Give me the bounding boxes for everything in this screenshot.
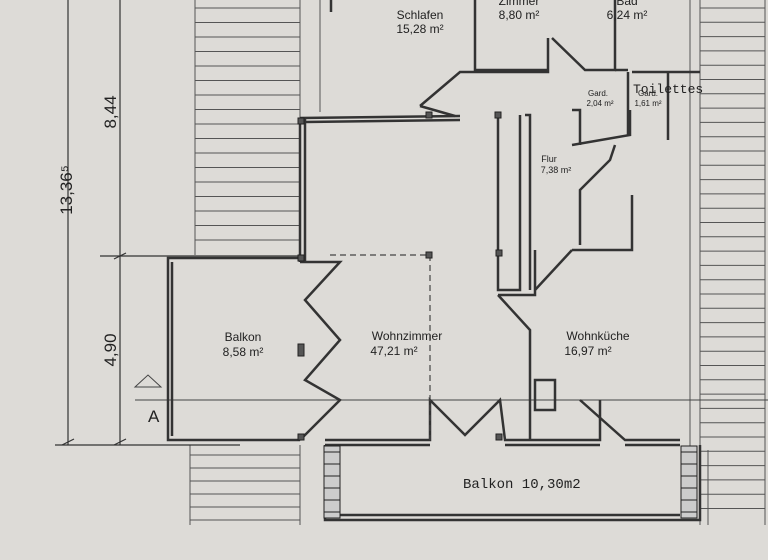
room-area-schlafen: 15,28 m² [396, 22, 443, 36]
toilettes-annotation: Toilettes [633, 82, 703, 97]
room-area-wohnzimmer: 47,21 m² [370, 344, 417, 358]
dimension-upper: 8,44 [101, 95, 120, 128]
room-label-zimmer: Zimmer [499, 0, 540, 8]
room-label-bad: Bad [616, 0, 637, 8]
room-area-balkon: 8,58 m² [223, 345, 264, 359]
right-terrace-hatching [689, 0, 766, 525]
dimension-lower: 4,90 [101, 333, 120, 366]
room-label-gard-2: Gard. [638, 89, 658, 98]
room-area-gard-2: 1,61 m² [634, 99, 661, 108]
dashed-lines [330, 254, 431, 440]
balcony-posts [323, 445, 698, 519]
room-area-wohnkueche: 16,97 m² [564, 344, 611, 358]
room-label-gard-1: Gard. [588, 89, 608, 98]
room-area-flur: 7,38 m² [541, 165, 572, 175]
room-label-wohnzimmer: Wohnzimmer [372, 329, 442, 343]
left-terrace-hatching [194, 0, 321, 255]
bottom-stairs-hatching [189, 445, 301, 525]
room-label-schlafen: Schlafen [397, 8, 444, 22]
section-line [133, 374, 768, 401]
section-marker-label: A [148, 407, 160, 426]
room-label-flur: Flur [541, 154, 557, 164]
room-area-gard-1: 2,04 m² [586, 99, 613, 108]
room-label-balkon: Balkon [225, 330, 262, 344]
dimension-lines [55, 0, 300, 446]
room-area-zimmer: 8,80 m² [499, 8, 540, 22]
wall-markers [297, 111, 503, 441]
room-area-bad: 6,24 m² [607, 8, 648, 22]
dimension-total: 13,36⁵ [57, 165, 76, 215]
room-label-wohnkueche: Wohnküche [566, 329, 629, 343]
balkon-large-label: Balkon 10,30m2 [463, 477, 581, 493]
